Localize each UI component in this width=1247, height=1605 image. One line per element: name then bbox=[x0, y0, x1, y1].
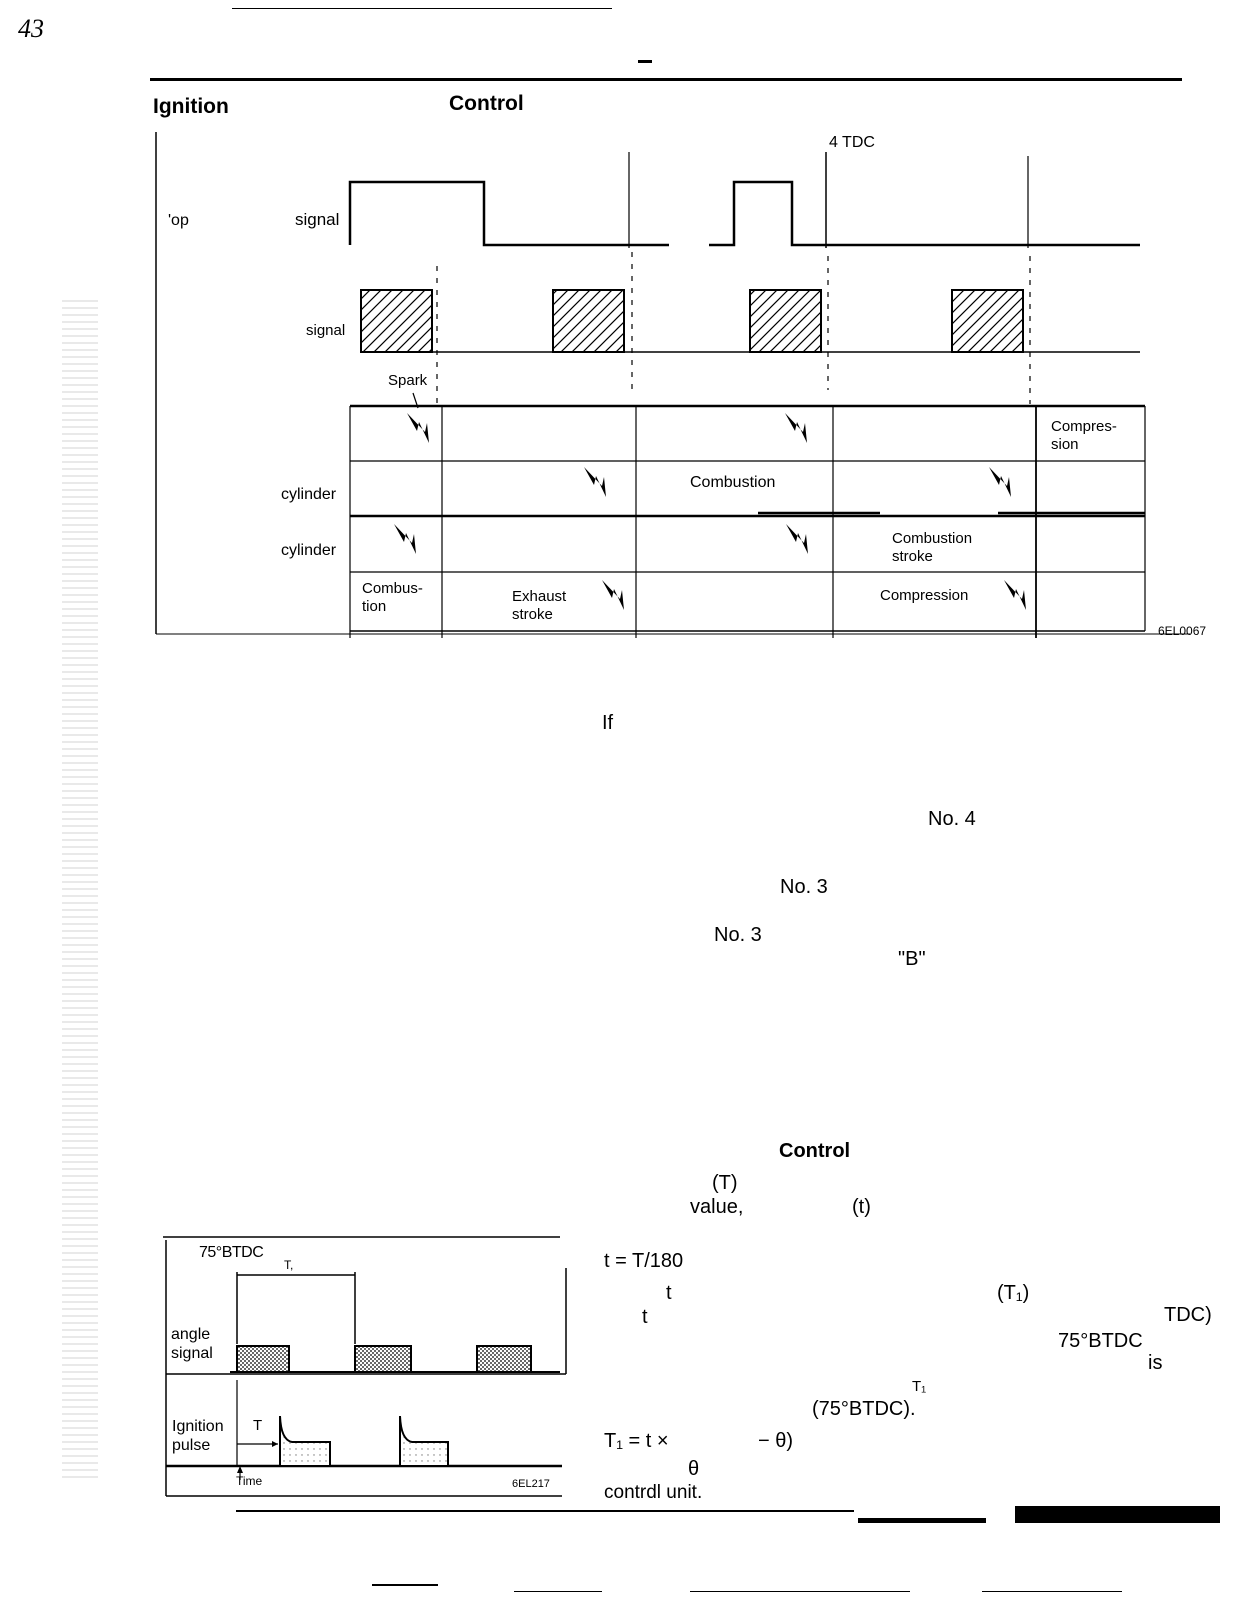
text-fragment: 75°BTDC bbox=[1058, 1330, 1143, 1352]
timing-angle-pulse bbox=[236, 1345, 290, 1373]
angle-signal-pulse bbox=[951, 289, 1024, 353]
text-fragment: (75°BTDC). bbox=[812, 1398, 916, 1420]
angle-signal-pulse bbox=[749, 289, 822, 353]
cell-compression: Compres- sion bbox=[1051, 418, 1117, 453]
timing-angle-pulse bbox=[476, 1345, 532, 1373]
bottom-rule-thick bbox=[858, 1518, 986, 1523]
text-fragment: (T) bbox=[712, 1172, 738, 1194]
row-label-top: 'op bbox=[168, 212, 189, 229]
section-title-control: Control bbox=[449, 92, 524, 115]
timing-angle-pulse bbox=[354, 1345, 412, 1373]
row-label-signal-angle: signal bbox=[306, 322, 346, 339]
row-label-signal-top: signal bbox=[295, 210, 340, 229]
footer-rule bbox=[514, 1591, 602, 1592]
text-fragment: If bbox=[602, 712, 614, 734]
timing-ignition-pulse bbox=[399, 1415, 449, 1467]
footer-rule bbox=[690, 1591, 910, 1592]
scan-edge-noise bbox=[62, 300, 98, 1480]
text-fragment: No. 3 bbox=[714, 924, 762, 946]
heading-control: Control bbox=[779, 1140, 851, 1162]
timing-label-pulse: pulse bbox=[172, 1437, 211, 1454]
text-fragment: No. 3 bbox=[780, 876, 828, 898]
cell-exhaust-stroke: Exhaust stroke bbox=[512, 588, 567, 623]
top-signal-waveform bbox=[348, 180, 669, 247]
header-top-rule bbox=[232, 8, 612, 9]
tdc-label: 4 TDC bbox=[829, 134, 875, 151]
timing-label-t: T bbox=[253, 1417, 263, 1434]
spark-label: Spark bbox=[388, 372, 428, 389]
row-label-cylinder: cylinder bbox=[281, 486, 337, 503]
ignition-timing-diagram bbox=[155, 132, 1190, 638]
cell-combustion-stroke: Combustion stroke bbox=[892, 530, 973, 565]
spark-icon bbox=[394, 413, 1026, 610]
timing-diagram-code: 6EL217 bbox=[512, 1478, 550, 1490]
header-dash bbox=[638, 60, 652, 63]
timing-ignition-pulse bbox=[279, 1415, 331, 1467]
text-fragment: T₁ bbox=[912, 1378, 927, 1395]
timing-frame bbox=[163, 1236, 567, 1497]
formula-t1-right: − θ) bbox=[758, 1430, 794, 1452]
angle-signal-pulse bbox=[360, 289, 433, 353]
text-fragment: is bbox=[1148, 1352, 1163, 1374]
text-fragment: TDC) bbox=[1164, 1304, 1212, 1326]
formula-t: t = T/180 bbox=[604, 1250, 684, 1272]
top-signal-waveform-2 bbox=[709, 180, 1140, 247]
cell-compression-row4: Compression bbox=[880, 587, 969, 604]
timing-label-time: Time bbox=[236, 1474, 263, 1488]
text-fragment: (T₁) bbox=[997, 1282, 1030, 1304]
text-fragment: t bbox=[642, 1306, 648, 1328]
text-fragment: No. 4 bbox=[928, 808, 976, 830]
cell-combustion-short: Combus- tion bbox=[362, 580, 423, 615]
section-title-ignition: Ignition bbox=[153, 95, 229, 118]
timing-label-75btdc: 75°BTDC bbox=[199, 1244, 264, 1261]
text-fragment: t bbox=[666, 1282, 672, 1304]
header-rule bbox=[150, 78, 1182, 81]
text-fragment: "B" bbox=[898, 948, 926, 970]
timing-label-t1: T, bbox=[284, 1258, 294, 1272]
footer-rule bbox=[982, 1591, 1122, 1592]
row-label-cylinder: cylinder bbox=[281, 542, 337, 559]
bottom-black-bar bbox=[1015, 1506, 1220, 1523]
angle-signal-pulse bbox=[552, 289, 625, 353]
footer-rule bbox=[372, 1584, 438, 1586]
text-fragment: (t) bbox=[852, 1196, 871, 1218]
diagram-code: 6EL0067 bbox=[1158, 624, 1207, 638]
cell-combustion: Combustion bbox=[690, 474, 776, 491]
timing-label-signal: signal bbox=[171, 1345, 213, 1362]
page-number: 43 bbox=[18, 14, 44, 43]
formula-t1-left: T₁ = t × bbox=[604, 1430, 669, 1452]
timing-label-angle: angle bbox=[171, 1326, 211, 1343]
text-fragment: θ bbox=[688, 1458, 700, 1480]
text-fragment: value, bbox=[690, 1196, 744, 1218]
timing-label-ignition: Ignition bbox=[172, 1418, 224, 1435]
bottom-rule bbox=[236, 1510, 854, 1512]
text-fragment: contrdl unit. bbox=[604, 1482, 703, 1503]
